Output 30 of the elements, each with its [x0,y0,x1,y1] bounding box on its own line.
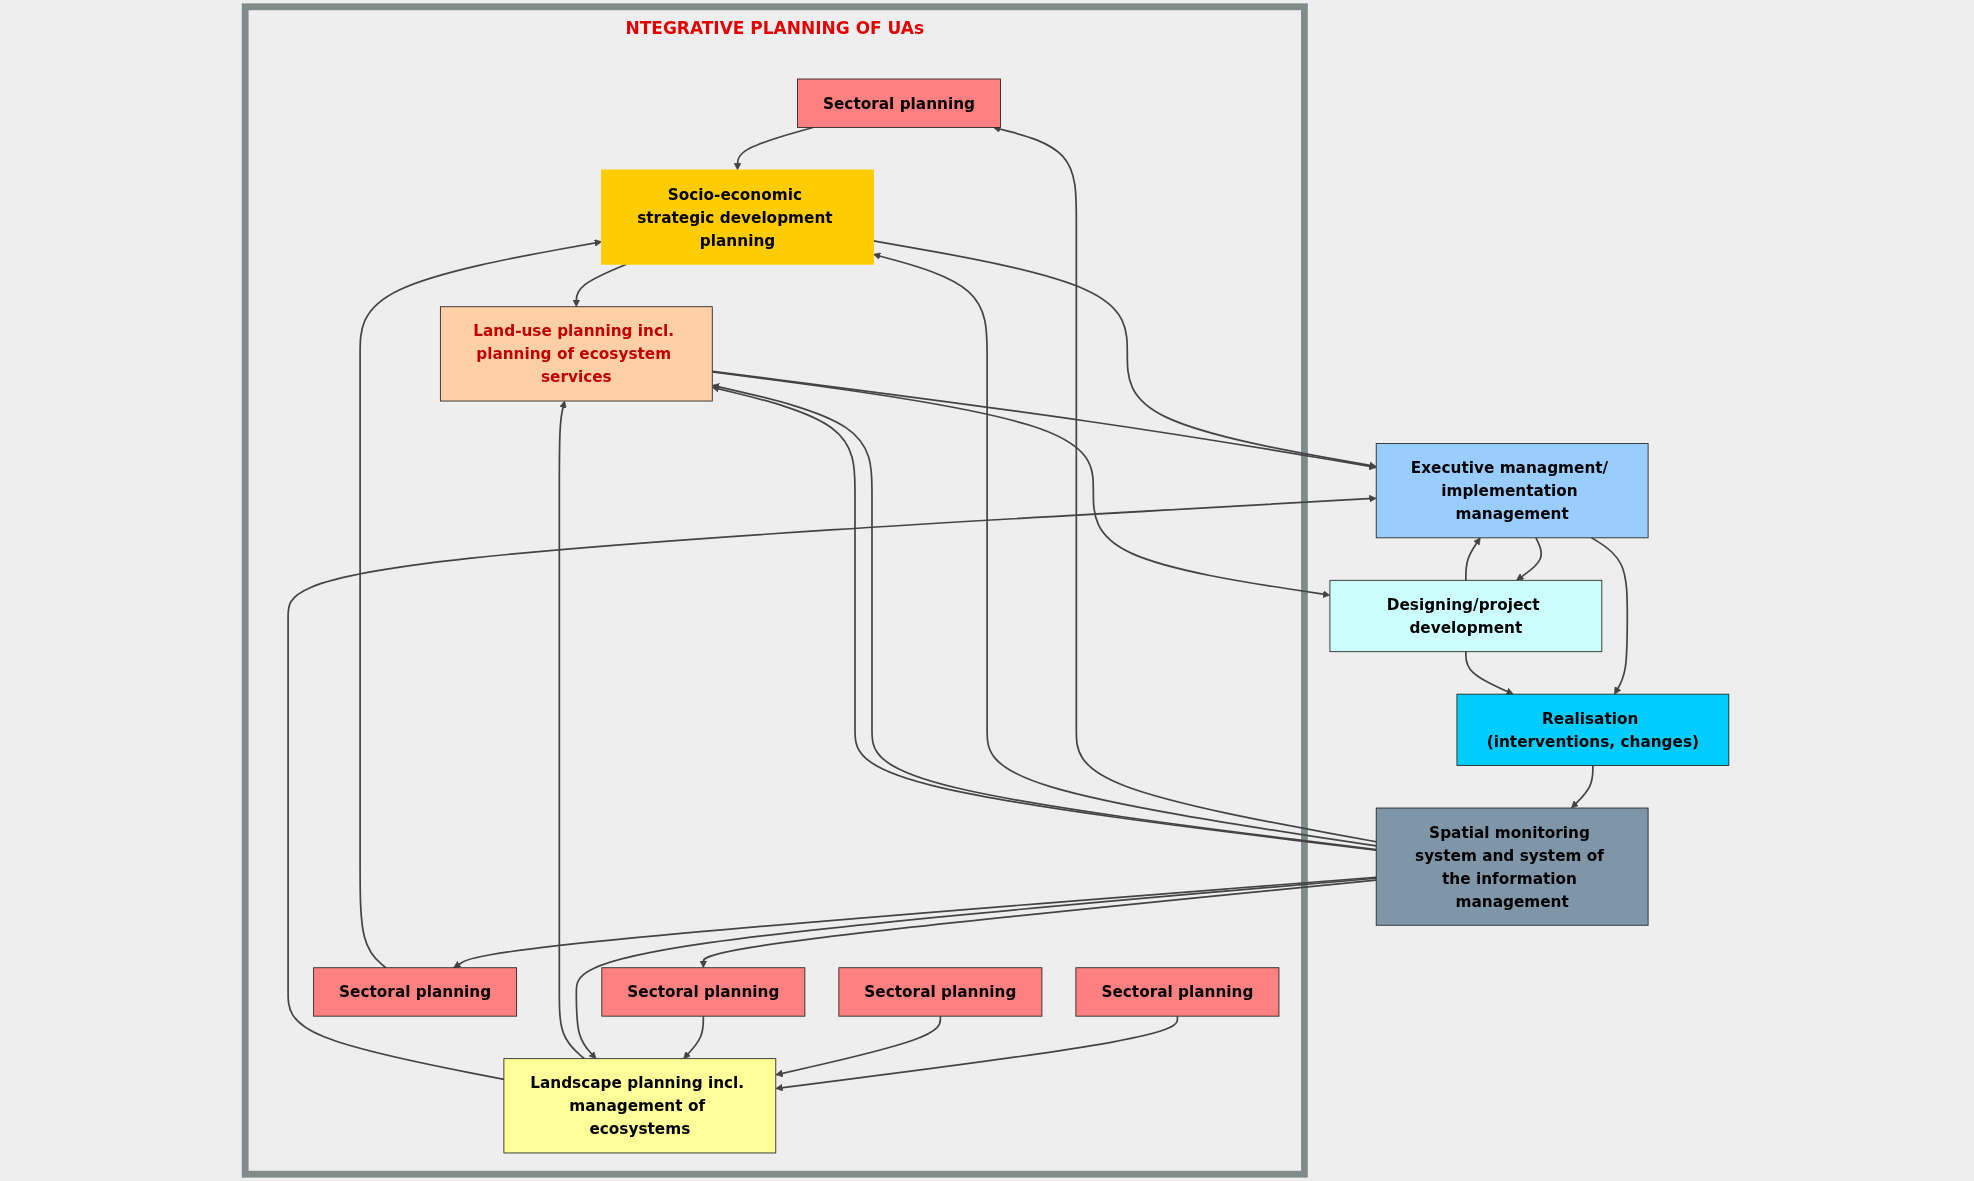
arrow [575,877,1378,1059]
node-box: Sectoral planning [838,967,1043,1017]
arrow [359,239,602,969]
arrow [699,879,1378,969]
arrow [1516,536,1543,581]
arrow [711,371,1331,598]
arrow [453,876,1378,969]
arrow [287,494,1377,1081]
arrow [775,1015,942,1077]
arrow [993,125,1378,843]
node-box: Spatial monitoring system and system of the information management [1375,807,1649,926]
arrow [683,1015,705,1059]
node-box: Executive managment/ implementation management [1375,443,1649,539]
node-box: Landscape planning incl. management of ecosystems [503,1058,777,1154]
node-box: Sectoral planning [797,78,1001,128]
node-box: Land-use planning incl. planning of ecosystem services [439,306,713,402]
arrow [1571,764,1594,809]
node-box: Sectoral planning [313,967,518,1017]
arrow [1465,537,1481,582]
node-box: Sectoral planning [601,967,806,1017]
node-box: Sectoral planning [1075,967,1280,1017]
arrow [775,1015,1179,1092]
arrow [733,126,814,171]
arrow [1590,536,1629,695]
node-box: Designing/project development [1329,579,1603,653]
arrow [1465,650,1514,695]
arrow [873,252,1378,847]
arrow [558,400,586,1060]
node-box: Realisation (interventions, changes) [1456,693,1730,766]
node-box: Socio-economic strategic development planning [601,169,874,265]
